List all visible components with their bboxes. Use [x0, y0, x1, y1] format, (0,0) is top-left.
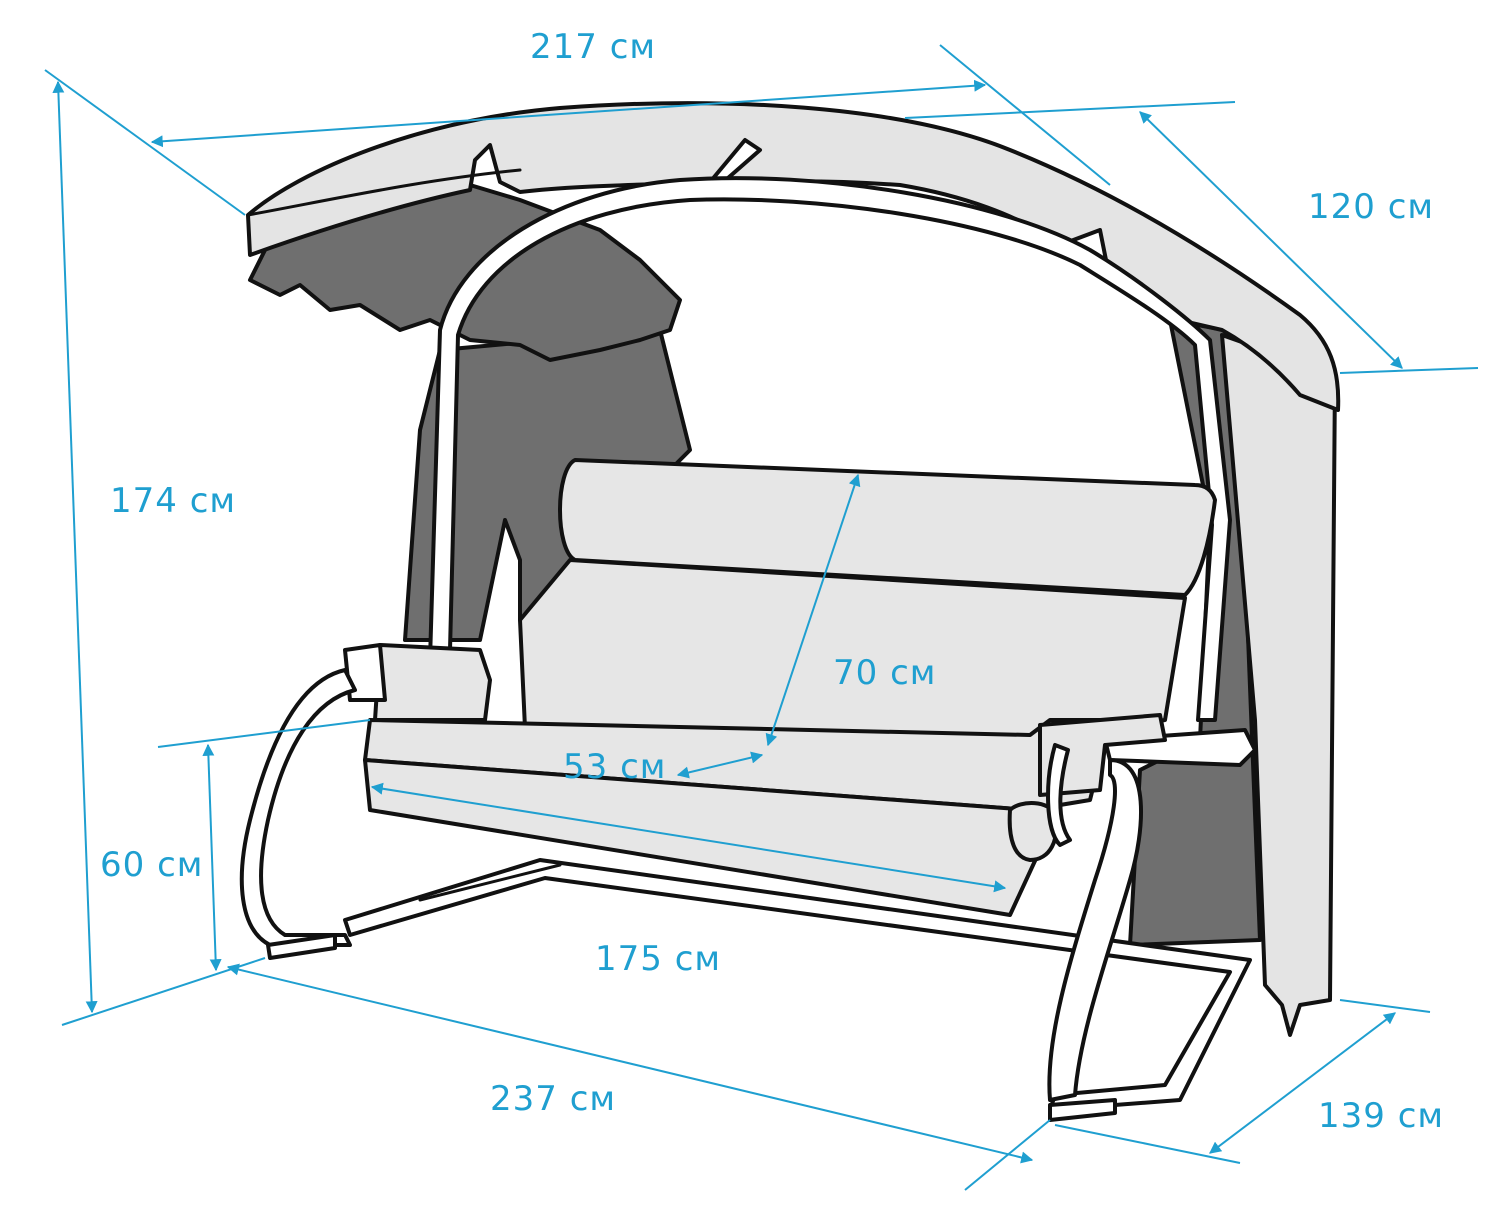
ext-line-canopy-left	[44, 69, 246, 216]
canopy-front-band	[246, 168, 522, 217]
ext-line-canopy-right	[939, 44, 1111, 186]
label-backrest-height: 70 см	[833, 653, 936, 693]
dimension-lines	[44, 44, 1479, 1191]
label-canopy-depth: 120 см	[1308, 187, 1434, 227]
frame-arch	[428, 176, 1232, 722]
ext-line-floor-front-right	[1054, 1124, 1241, 1164]
dim-arrow-total-depth	[1209, 1012, 1396, 1154]
label-seat-depth: 53 см	[563, 747, 666, 787]
label-canopy-width: 217 см	[530, 27, 656, 67]
right-leg-inner	[1046, 743, 1072, 847]
dim-arrow-seat-depth	[676, 751, 764, 779]
left-side-panel	[403, 328, 692, 642]
right-foot	[1048, 1098, 1117, 1122]
right-armrest-box	[1038, 713, 1167, 797]
dim-arrow-canopy-width	[150, 79, 987, 148]
label-seat-width: 175 см	[595, 939, 721, 979]
dim-arrow-canopy-depth	[1139, 111, 1403, 369]
dim-arrow-backrest-height	[765, 473, 861, 747]
label-total-depth: 139 см	[1318, 1096, 1444, 1136]
left-leg-frame	[239, 668, 357, 947]
swing-illustration	[239, 101, 1341, 1122]
left-armrest	[373, 643, 492, 722]
label-total-height: 174 см	[110, 481, 236, 521]
dim-arrow-seat-width	[370, 782, 1007, 893]
dim-arrow-seat-height	[202, 743, 222, 972]
seat-side-pillow	[1007, 801, 1059, 862]
backrest-upper-roll	[558, 458, 1217, 597]
dimension-labels: 217 см 120 см 174 см 70 см 53 см 175 см …	[100, 27, 1444, 1136]
ext-line-seat-top	[157, 719, 371, 748]
label-seat-height: 60 см	[100, 845, 203, 885]
dim-arrow-total-height	[52, 80, 98, 1014]
dim-arrow-total-width	[226, 963, 1034, 1164]
left-foot	[266, 933, 337, 960]
ext-line-floor-right	[1339, 999, 1431, 1013]
right-leg-frame	[1047, 758, 1143, 1102]
label-total-width: 237 см	[490, 1079, 616, 1119]
ext-line-canopy-back	[904, 101, 1236, 119]
ext-line-canopy-front	[1339, 367, 1479, 374]
